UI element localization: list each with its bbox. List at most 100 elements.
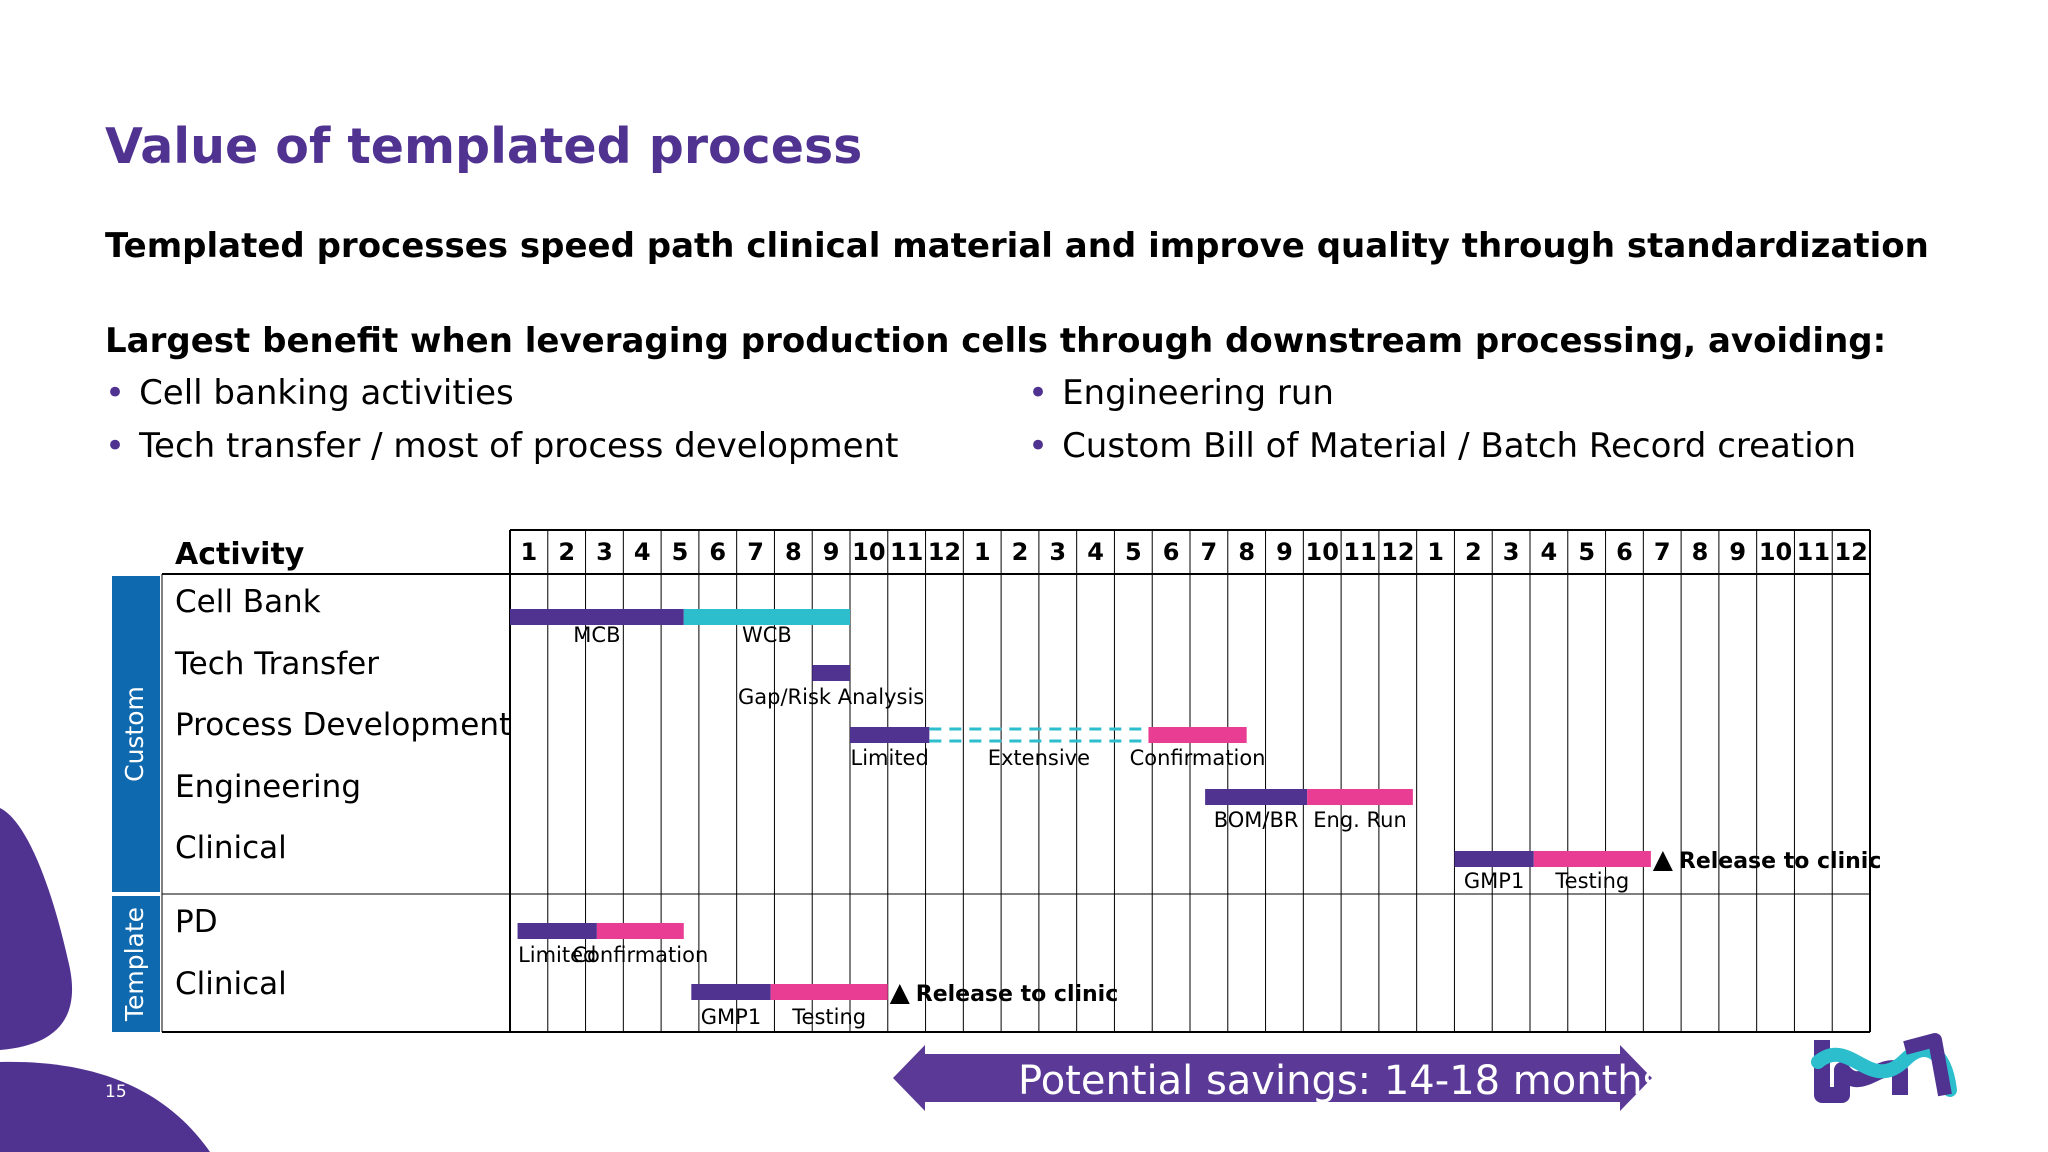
milestone-label: Release to clinic — [916, 982, 1119, 1007]
milestone-triangle-icon — [1652, 851, 1673, 871]
row-label: Clinical — [175, 830, 287, 866]
month-tick-label: 11 — [1343, 538, 1376, 566]
bullet-item: • Cell banking activities — [105, 373, 514, 413]
month-tick-label: 2 — [1465, 538, 1482, 566]
task-label: Testing — [1554, 869, 1629, 893]
lead-text: Largest benefit when leveraging producti… — [105, 321, 1887, 361]
task-bar — [850, 727, 930, 743]
month-tick-label: 8 — [1692, 538, 1709, 566]
task-bar — [1205, 789, 1308, 805]
row-label: Process Development — [175, 707, 511, 743]
month-tick-label: 5 — [1578, 538, 1595, 566]
bottom-blob-shape — [0, 1061, 210, 1152]
month-tick-label: 10 — [1759, 538, 1792, 566]
month-tick-label: 1 — [974, 538, 991, 566]
page-number: 15 — [105, 1082, 127, 1102]
month-tick-label: 5 — [1125, 538, 1142, 566]
month-tick-label: 2 — [558, 538, 575, 566]
group-bar — [112, 896, 160, 1032]
bullet-item: • Tech transfer / most of process develop… — [105, 426, 898, 466]
month-tick-label: 11 — [1797, 538, 1830, 566]
task-label: Extensive — [988, 746, 1090, 770]
row-label: Tech Transfer — [174, 646, 379, 682]
month-tick-label: 6 — [1163, 538, 1180, 566]
month-tick-label: 9 — [823, 538, 840, 566]
task-label: MCB — [573, 623, 620, 647]
task-bar — [812, 665, 850, 681]
savings-arrow-shape — [893, 1045, 1652, 1111]
month-tick-label: 8 — [785, 538, 802, 566]
month-tick-label: 7 — [1201, 538, 1218, 566]
task-bar — [510, 609, 684, 625]
bullet-text: Engineering run — [1062, 373, 1334, 413]
bullet-item: • Custom Bill of Material / Batch Record … — [1028, 426, 1856, 466]
row-label: Clinical — [175, 966, 287, 1002]
month-tick-label: 6 — [1616, 538, 1633, 566]
bullet-dot-icon: • — [1028, 426, 1049, 466]
month-tick-label: 9 — [1276, 538, 1293, 566]
task-bar — [683, 609, 850, 625]
row-label: Engineering — [175, 769, 361, 805]
month-tick-label: 2 — [1012, 538, 1029, 566]
activity-header: Activity — [175, 537, 305, 572]
milestone-label: Release to clinic — [1679, 849, 1882, 874]
bullet-text: Tech transfer / most of process developm… — [139, 426, 899, 466]
task-label: GMP1 — [1464, 869, 1524, 893]
bullet-dot-icon: • — [105, 426, 126, 466]
page-title: Value of templated process — [105, 118, 863, 175]
bullet-dot-icon: • — [1028, 373, 1049, 413]
bullet-text: Cell banking activities — [139, 373, 514, 413]
month-tick-label: 7 — [1654, 538, 1671, 566]
milestone-triangle-icon — [889, 984, 910, 1004]
month-tick-label: 7 — [747, 538, 764, 566]
savings-label: Potential savings: 14-18 months — [1018, 1058, 1664, 1104]
left-blob-shape — [0, 808, 73, 1050]
task-label: Confirmation — [1130, 746, 1266, 770]
bullet-text: Custom Bill of Material / Batch Record c… — [1062, 426, 1856, 466]
group-label: Custom — [120, 686, 149, 782]
task-bar — [1454, 851, 1534, 867]
month-tick-label: 12 — [1381, 538, 1414, 566]
month-tick-label: 10 — [852, 538, 885, 566]
month-tick-label: 1 — [1427, 538, 1444, 566]
task-label: Limited — [851, 746, 929, 770]
task-label: GMP1 — [701, 1005, 761, 1029]
month-tick-label: 3 — [596, 538, 613, 566]
month-tick-label: 10 — [1306, 538, 1339, 566]
month-tick-label: 1 — [521, 538, 538, 566]
row-label: PD — [175, 904, 218, 940]
month-tick-label: 3 — [1049, 538, 1066, 566]
month-tick-label: 9 — [1729, 538, 1746, 566]
month-tick-label: 4 — [1541, 538, 1558, 566]
task-label: WCB — [742, 623, 792, 647]
task-label: Confirmation — [572, 943, 708, 967]
task-bar — [1307, 789, 1413, 805]
month-tick-label: 3 — [1503, 538, 1520, 566]
task-label: BOM/BR — [1214, 808, 1299, 832]
task-label: Limited — [518, 943, 596, 967]
task-bar — [691, 984, 771, 1000]
month-tick-label: 5 — [672, 538, 689, 566]
task-label: Eng. Run — [1313, 808, 1407, 832]
task-label: Gap/Risk Analysis — [738, 685, 924, 709]
month-tick-label: 4 — [634, 538, 651, 566]
bullet-item: • Engineering run — [1028, 373, 1334, 413]
subtitle: Templated processes speed path clinical … — [105, 226, 1929, 266]
company-logo — [1811, 1033, 1957, 1103]
task-bar — [517, 923, 597, 939]
task-bar — [1148, 727, 1247, 743]
month-tick-label: 6 — [709, 538, 726, 566]
month-tick-label: 8 — [1238, 538, 1255, 566]
month-tick-label: 12 — [928, 538, 961, 566]
bullet-dot-icon: • — [105, 373, 126, 413]
group-bar — [112, 576, 160, 892]
month-tick-label: 12 — [1834, 538, 1867, 566]
task-bar — [1533, 851, 1651, 867]
task-bar — [770, 984, 888, 1000]
month-tick-label: 11 — [890, 538, 923, 566]
task-label: Testing — [791, 1005, 866, 1029]
row-label: Cell Bank — [175, 584, 321, 620]
task-bar — [596, 923, 684, 939]
